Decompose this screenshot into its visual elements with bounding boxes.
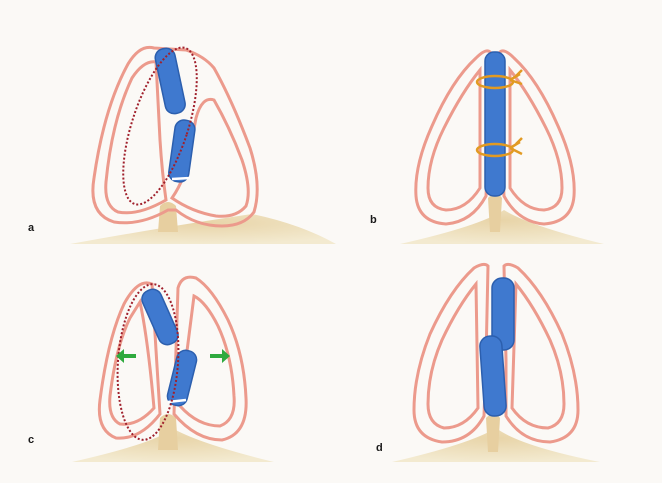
mediastinal-stalk (158, 202, 178, 232)
panel-d (392, 264, 600, 462)
panel-label-b: b (370, 214, 377, 226)
base-tissue (70, 214, 336, 244)
inner-lung-outline (106, 62, 166, 213)
mediastinal-stalk (158, 414, 178, 450)
bronchus (485, 52, 505, 196)
bronchus-lower (168, 119, 196, 183)
panel-label-c: c (28, 434, 34, 446)
mediastinal-stalk (488, 194, 502, 232)
panel-b (400, 51, 604, 244)
base-tissue (400, 210, 604, 244)
panel-label-a: a (28, 222, 34, 234)
panel-c (72, 277, 274, 462)
bronchus-lower (166, 348, 199, 407)
panel-label-d: d (376, 442, 383, 454)
panel-a (70, 39, 336, 244)
bronchus-lower (479, 335, 507, 416)
mediastinal-stalk (486, 414, 500, 452)
